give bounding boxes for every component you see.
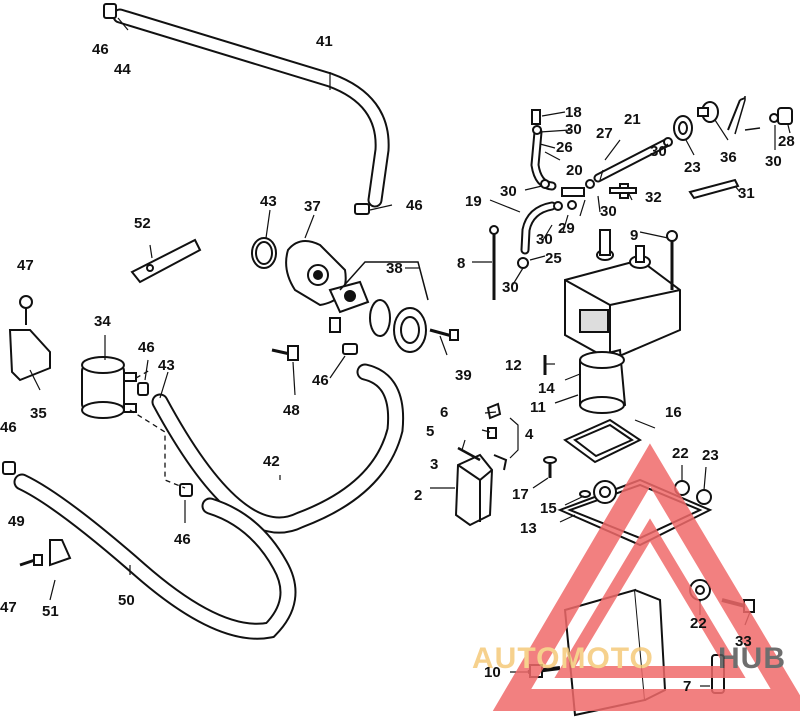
part-label: 50	[118, 592, 135, 609]
part-label: 14	[538, 380, 555, 397]
part-label: 46	[0, 419, 17, 436]
part-label: 30	[600, 203, 617, 220]
part-label: 30	[536, 231, 553, 248]
fuel-filter	[81, 356, 137, 419]
watermark: AUTOMOTO HUB	[472, 443, 800, 711]
part-label: 19	[465, 193, 482, 210]
small-fittings	[531, 97, 793, 200]
part-label: 46	[174, 531, 191, 548]
part-label: 35	[30, 405, 47, 422]
part-label: 43	[158, 357, 175, 374]
part-label: 34	[94, 313, 111, 330]
hose-20	[530, 127, 557, 191]
part-label: 52	[134, 215, 151, 232]
screws	[19, 328, 459, 567]
bracket-lines	[734, 96, 761, 135]
part-label: 36	[720, 149, 737, 166]
part-label: 49	[8, 513, 25, 530]
mount-bracket-39	[8, 295, 51, 382]
float-assembly	[454, 402, 508, 527]
gasket-16	[563, 418, 643, 464]
part-label: 13	[520, 520, 537, 537]
part-label: 2	[414, 487, 422, 504]
fuel-pump	[251, 237, 427, 353]
part-label: 48	[283, 402, 300, 419]
part-label: 46	[406, 197, 423, 214]
part-labels: 46 44 41 46 37 43 38 39 48 46 52 47 34 4…	[0, 33, 795, 695]
part-label: 9	[630, 227, 638, 244]
part-label: 22	[690, 615, 707, 632]
clip-52	[130, 238, 202, 284]
part-label: 30	[765, 153, 782, 170]
part-label: 25	[545, 250, 562, 267]
part-label: 39	[455, 367, 472, 384]
part-label: 23	[702, 447, 719, 464]
part-label: 4	[525, 426, 534, 443]
bracket-36	[339, 261, 429, 301]
part-label: 30	[565, 121, 582, 138]
hose-19	[520, 201, 557, 255]
part-label: 51	[42, 603, 59, 620]
part-label: 28	[778, 133, 795, 150]
part-label: 41	[316, 33, 333, 50]
part-label: 8	[457, 255, 465, 272]
part-label: 6	[440, 404, 448, 421]
part-label: 16	[665, 404, 682, 421]
part-label: 47	[17, 257, 34, 274]
part-label: 26	[556, 139, 573, 156]
part-label: 12	[505, 357, 522, 374]
part-label: 44	[114, 61, 131, 78]
part-label: 11	[530, 399, 546, 416]
part-label: 22	[672, 445, 689, 462]
hose-41	[112, 8, 390, 208]
part-label: 7	[683, 678, 691, 695]
part-label: 37	[304, 198, 321, 215]
hose-42	[151, 363, 405, 534]
part-label: 43	[260, 193, 277, 210]
part-label: 47	[0, 599, 17, 616]
carburetor	[489, 225, 681, 414]
part-label: 21	[624, 111, 641, 128]
part-label: 38	[386, 260, 403, 277]
part-label: 18	[565, 104, 582, 121]
part-label: 20	[566, 162, 583, 179]
part-label: 46	[92, 41, 109, 58]
part-label: 3	[430, 456, 438, 473]
watermark-text-left: AUTOMOTO	[472, 642, 654, 675]
part-label: 10	[484, 664, 501, 681]
part-label: 32	[645, 189, 662, 206]
part-label: 17	[512, 486, 529, 503]
part-label: 5	[426, 423, 434, 440]
part-label: 30	[502, 279, 519, 296]
part-label: 33	[735, 633, 752, 650]
part-label: 46	[312, 372, 329, 389]
part-label: 31	[738, 185, 755, 202]
watermark-text-right: HUB	[718, 642, 786, 675]
hose-21	[593, 137, 673, 183]
hose-50	[13, 473, 297, 640]
part-label: 23	[684, 159, 701, 176]
part-label: 30	[500, 183, 517, 200]
part-label: 27	[596, 125, 613, 142]
part-label: 42	[263, 453, 280, 470]
part-label: 15	[540, 500, 557, 517]
clamp-icons	[2, 3, 779, 497]
part-label: 30	[650, 143, 667, 160]
dashed-lines	[129, 369, 186, 489]
part-label: 46	[138, 339, 155, 356]
part-label: 29	[558, 220, 575, 237]
